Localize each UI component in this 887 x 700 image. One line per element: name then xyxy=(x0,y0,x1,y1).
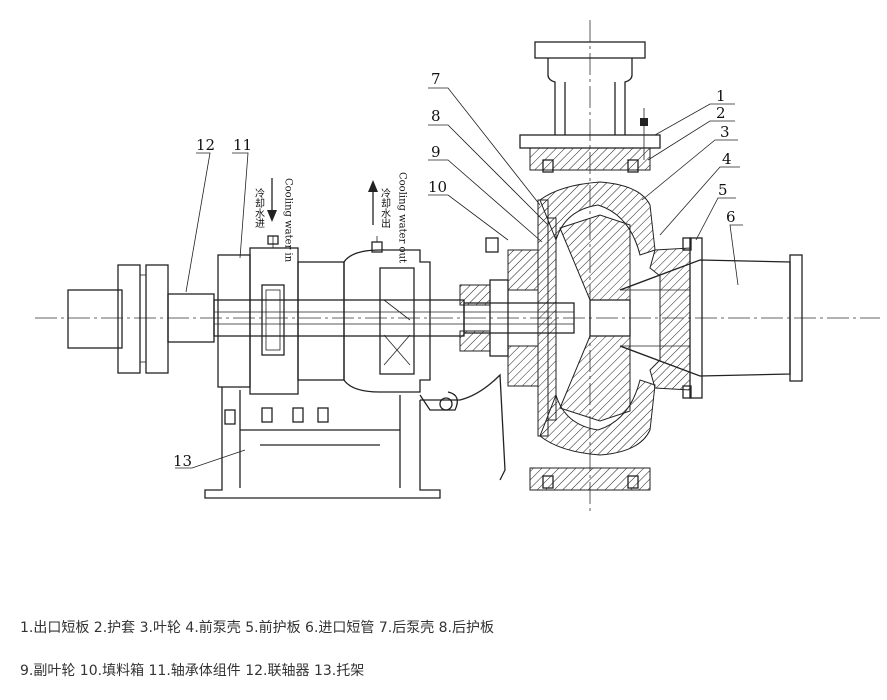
shaft xyxy=(213,299,575,337)
outlet-flange xyxy=(519,41,661,160)
pump-casing xyxy=(529,147,691,491)
bolts xyxy=(542,159,692,489)
part-number-labels: 1 2 3 4 5 6 7 8 9 10 11 12 13 xyxy=(173,70,736,470)
part-label-7: 7 xyxy=(431,70,441,88)
part-label-4: 4 xyxy=(722,150,732,168)
part-label-8: 8 xyxy=(431,107,441,125)
cooling-in-en-label: Cooling water in xyxy=(283,178,294,263)
part-label-10: 10 xyxy=(428,178,447,196)
caption-line-1: 1.出口短板 2.护套 3.叶轮 4.前泵壳 5.前护板 6.进口短管 7.后泵… xyxy=(20,620,495,636)
part-label-6: 6 xyxy=(726,208,736,226)
coupling xyxy=(67,264,215,374)
leader-lines xyxy=(175,87,743,469)
impeller xyxy=(559,214,631,422)
pump-cross-section-drawing: 冷却水进 Cooling water in 冷却水出 Cooling water… xyxy=(35,20,880,515)
cooling-water-out-arrow: 冷却水出 Cooling water out xyxy=(368,172,408,263)
part-label-1: 1 xyxy=(716,87,726,105)
part-label-3: 3 xyxy=(720,123,730,141)
part-label-9: 9 xyxy=(431,143,441,161)
cooling-in-zh-label: 冷却水进 xyxy=(253,187,265,228)
bearing-assembly xyxy=(217,235,458,411)
part-label-2: 2 xyxy=(716,104,726,122)
part-label-12: 12 xyxy=(196,136,215,154)
inlet-pipe xyxy=(619,237,803,399)
caption-line-2: 9.副叶轮 10.填料箱 11.轴承体组件 12.联轴器 13.托架 xyxy=(20,663,365,679)
cooling-water-in-arrow: 冷却水进 Cooling water in xyxy=(253,178,294,263)
part-label-11: 11 xyxy=(233,136,252,154)
support-frame xyxy=(204,373,506,499)
cooling-out-en-label: Cooling water out xyxy=(397,172,408,263)
cooling-out-zh-label: 冷却水出 xyxy=(379,187,391,228)
stuffing-box xyxy=(459,237,539,387)
part-label-5: 5 xyxy=(718,181,728,199)
part-label-13: 13 xyxy=(173,452,192,470)
